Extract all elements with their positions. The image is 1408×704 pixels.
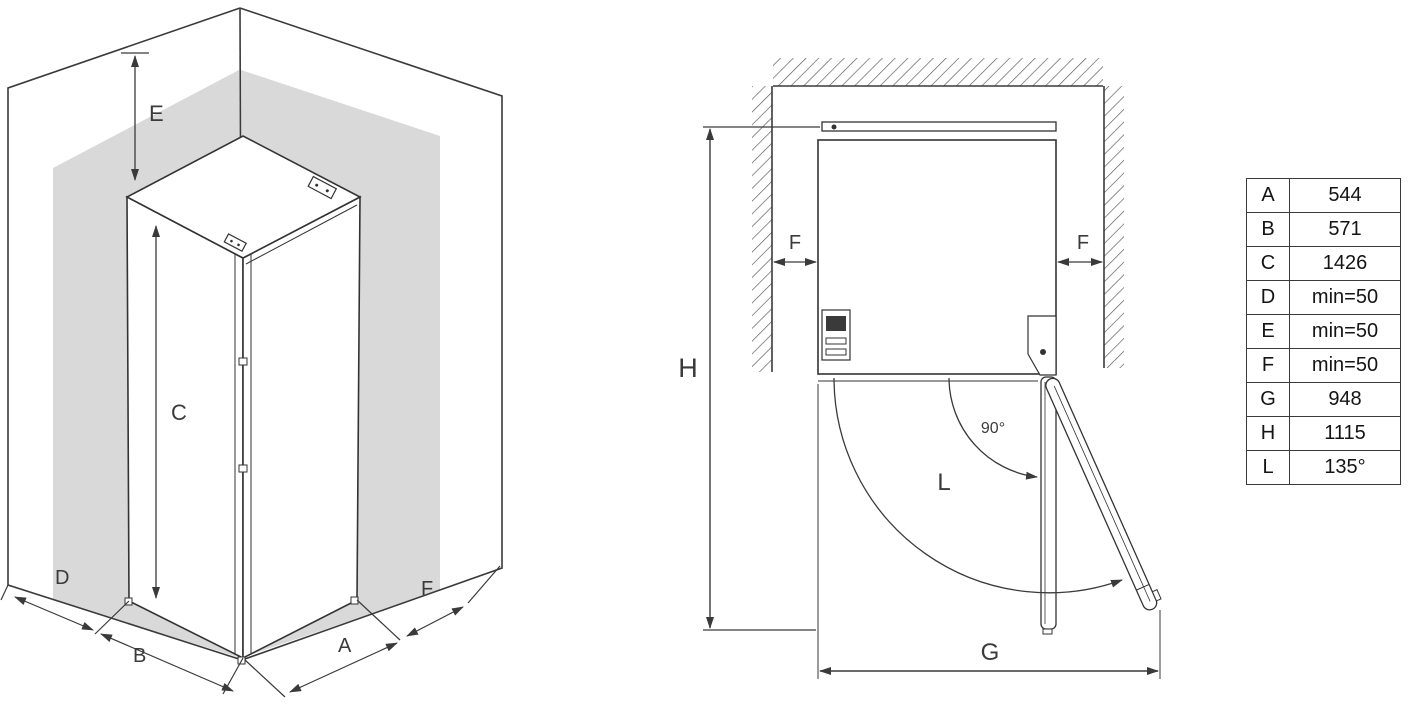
table-row: E min=50 bbox=[1246, 314, 1401, 349]
dim-value: 1115 bbox=[1289, 416, 1401, 451]
label-f-right: F bbox=[1077, 232, 1089, 254]
door-hinge-bracket bbox=[1027, 315, 1057, 376]
swing-arc-90 bbox=[948, 377, 1038, 480]
label-90deg: 90° bbox=[981, 420, 1005, 437]
dimension-table: A 544 B 571 C 1426 D min=50 E min=50 F m… bbox=[1246, 178, 1401, 485]
label-e: E bbox=[149, 101, 164, 126]
dim-value: min=50 bbox=[1289, 280, 1401, 315]
label-f: F bbox=[421, 578, 433, 600]
hinge-pivot bbox=[1040, 349, 1046, 355]
fridge-left-face bbox=[126, 195, 244, 660]
dim-value: 948 bbox=[1289, 382, 1401, 417]
dimension-d-b bbox=[0, 584, 244, 695]
dim-key: L bbox=[1246, 450, 1290, 485]
door-foot bbox=[1042, 628, 1053, 635]
dim-value: min=50 bbox=[1289, 348, 1401, 383]
left-front-detail bbox=[821, 309, 851, 361]
dimension-g bbox=[817, 384, 1161, 679]
right-side-wall bbox=[1103, 86, 1124, 368]
label-a: A bbox=[338, 635, 352, 657]
dimension-e bbox=[121, 52, 149, 181]
cabinet-body bbox=[817, 139, 1057, 375]
door-hinge-mark bbox=[238, 357, 248, 366]
dimension-h bbox=[703, 126, 820, 631]
door-open-135 bbox=[1045, 377, 1162, 611]
door-top-seam bbox=[245, 204, 358, 265]
table-row: G 948 bbox=[1246, 382, 1401, 417]
fridge-isometric bbox=[124, 135, 362, 665]
label-c: C bbox=[171, 400, 187, 425]
swing-arc-135 bbox=[833, 377, 1123, 594]
label-b: B bbox=[133, 645, 146, 667]
label-h: H bbox=[678, 353, 698, 383]
table-row: A 544 bbox=[1246, 178, 1401, 213]
dim-key: F bbox=[1246, 348, 1290, 383]
dim-value: min=50 bbox=[1289, 314, 1401, 349]
table-row: C 1426 bbox=[1246, 246, 1401, 281]
door-open-90 bbox=[1040, 376, 1057, 635]
back-wall bbox=[773, 58, 1103, 87]
top-hinge-cover bbox=[307, 175, 338, 200]
isometric-view: E C D B A F bbox=[0, 7, 503, 698]
top-view-door-swing: 90° L H F F G bbox=[678, 58, 1162, 679]
door-foot bbox=[1151, 589, 1162, 602]
fridge-footprint bbox=[817, 121, 1057, 382]
dim-key: B bbox=[1246, 212, 1290, 247]
dimension-a-f bbox=[244, 565, 501, 698]
dim-value: 571 bbox=[1289, 212, 1401, 247]
back-spacer bbox=[821, 121, 1057, 132]
dim-value: 1426 bbox=[1289, 246, 1401, 281]
label-f-left: F bbox=[789, 232, 801, 254]
dim-key: G bbox=[1246, 382, 1290, 417]
label-d: D bbox=[55, 567, 69, 589]
label-g: G bbox=[981, 639, 1000, 666]
fridge-right-face bbox=[242, 195, 361, 660]
dim-key: E bbox=[1246, 314, 1290, 349]
dim-key: A bbox=[1246, 178, 1290, 213]
table-row: B 571 bbox=[1246, 212, 1401, 247]
door-hinge-mark bbox=[238, 464, 248, 473]
label-l: L bbox=[937, 469, 950, 496]
fridge-top-face bbox=[125, 135, 362, 259]
left-side-wall bbox=[752, 86, 773, 372]
front-hinge-cover bbox=[223, 233, 247, 253]
dim-key: C bbox=[1246, 246, 1290, 281]
dim-key: H bbox=[1246, 416, 1290, 451]
table-row: H 1115 bbox=[1246, 416, 1401, 451]
spacer-screw bbox=[831, 124, 837, 130]
dim-value: 135° bbox=[1289, 450, 1401, 485]
table-row: F min=50 bbox=[1246, 348, 1401, 383]
dim-value: 544 bbox=[1289, 178, 1401, 213]
dim-key: D bbox=[1246, 280, 1290, 315]
table-row: D min=50 bbox=[1246, 280, 1401, 315]
table-row: L 135° bbox=[1246, 450, 1401, 485]
